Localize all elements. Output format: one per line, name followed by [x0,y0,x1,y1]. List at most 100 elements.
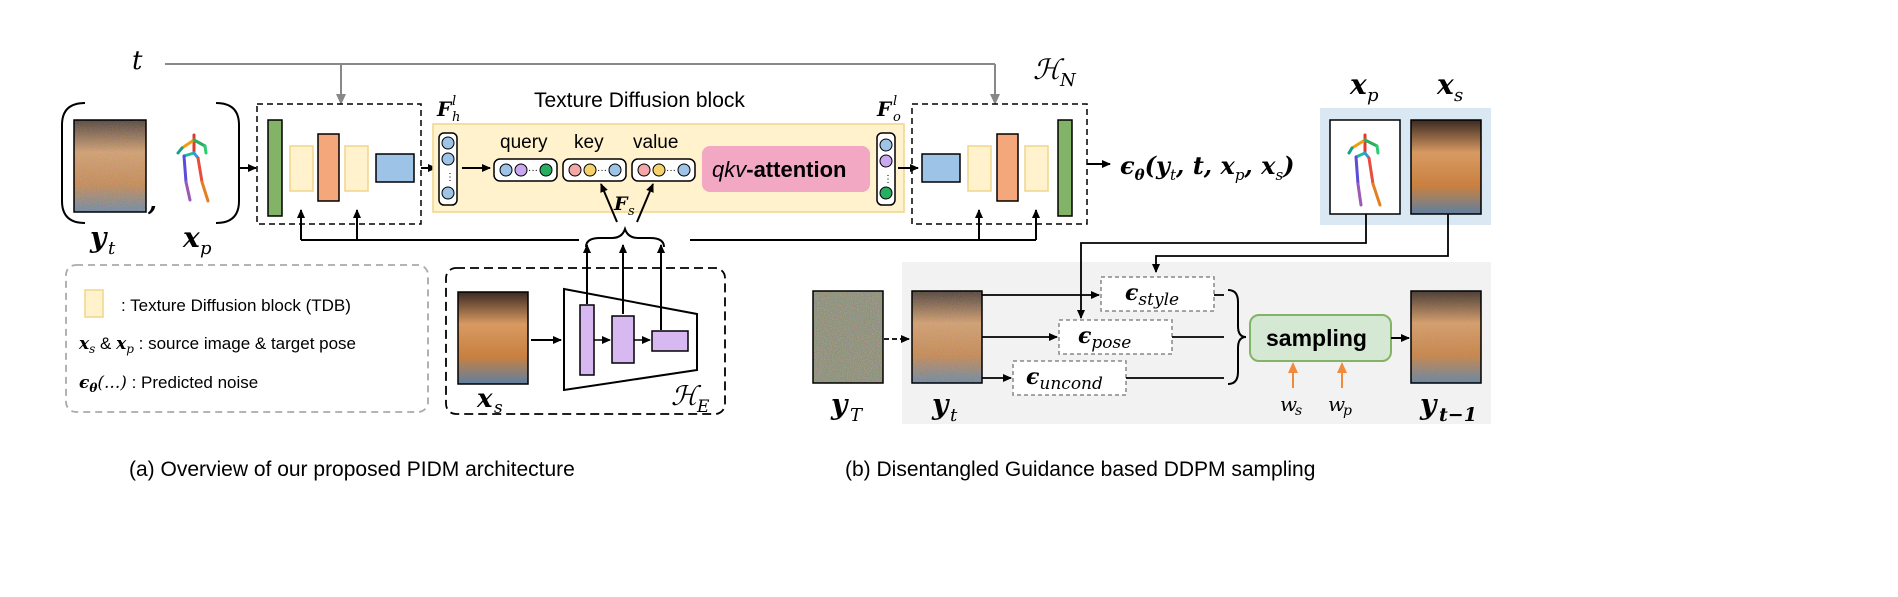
caption-b: (b) Disentangled Guidance based DDPM sam… [845,458,1315,481]
tdb-title: Texture Diffusion block [534,89,745,112]
y-t-left-label: y t [89,221,116,259]
svg-text:···: ··· [597,165,607,176]
svg-text:ℋ: ℋ [1033,53,1065,86]
decoder-green-block [1057,119,1073,217]
source-person-image [457,291,529,385]
qkv-attention-box [702,146,870,192]
x-s-encoder-label: x s [476,384,503,418]
encoder-tdb-1 [289,145,314,192]
pose-skeleton-left [176,133,210,203]
svg-text:w: w [1280,392,1297,416]
svg-text:x: x [476,384,493,414]
w-p-label: w p [1328,392,1352,419]
svg-text:y: y [1419,388,1438,421]
he-brace [585,225,665,248]
legend-tdb-swatch [84,289,104,318]
he-purple-block-3 [651,330,689,352]
encoder-blue-block [375,153,415,183]
sampling-label: sampling [1266,325,1367,351]
fs-to-value-arrow [636,183,654,223]
y-t-right-label: y t [931,388,958,426]
svg-text:···: ··· [666,165,676,176]
pose-skeleton-right [1347,133,1382,207]
decoder-tdb-2 [1024,145,1049,192]
right-paren [215,102,240,224]
w-s-label: w s [1280,392,1302,419]
svg-text:h: h [452,110,460,125]
svg-text:y: y [830,388,849,421]
y-t-minus-1-image [1410,290,1482,384]
svg-text:F: F [613,193,629,215]
svg-text:t−1: t−1 [1439,404,1477,426]
svg-text:s: s [1454,85,1463,106]
decoder-tdb-1 [967,145,992,192]
svg-text:s: s [494,398,503,418]
key-label: key [574,132,604,153]
h-n-label: ℋ N [1033,53,1077,91]
x-p-left-label: x p [182,221,212,259]
encoder-box [256,103,422,225]
decoder-blue-block [921,153,961,183]
legend-tdb-text: : Texture Diffusion block (TDB) [121,296,351,315]
svg-text:t: t [108,238,116,259]
svg-text:l: l [452,94,456,109]
value-label: value [633,132,678,153]
svg-text:p: p [1343,403,1352,419]
eps-style-label: ϵstyle [1125,280,1179,310]
svg-text:⋮: ⋮ [883,174,893,185]
svg-text:E: E [696,397,710,417]
fs-to-key-arrow [600,183,618,223]
eps-style-box [1100,276,1215,312]
svg-text:w: w [1328,392,1345,416]
xp-to-pose-line [1077,214,1367,319]
x-p-right-label: x p [1349,68,1379,106]
legend-box [65,264,429,413]
y-t-noisy-image [911,290,983,384]
query-label: query [500,132,548,153]
x-s-right-label: x s [1436,68,1463,106]
qkv-attention-label: qkv-attention [712,157,846,182]
y-T-noise-image [812,290,884,384]
svg-text:s: s [1295,403,1302,419]
svg-text:t: t [950,405,958,426]
svg-text:x: x [1436,68,1454,101]
sampling-brace [1227,289,1247,385]
svg-text:T: T [850,405,864,426]
source-image-right [1410,119,1482,215]
t-label: t [132,46,143,76]
svg-text:p: p [200,238,212,259]
query-vector: ··· [493,158,558,182]
encoder-tdb-2 [344,145,369,192]
caption-a: (a) Overview of our proposed PIDM archit… [129,458,575,481]
encoder-orange-block [317,133,340,202]
he-encoder-box [445,267,726,415]
comma: , [147,187,157,217]
he-purple-block-1 [579,304,595,376]
eps-pose-box [1058,319,1173,355]
svg-text:ℋ: ℋ [671,381,702,412]
noisy-person-image [73,119,147,213]
key-vector: ··· [562,158,627,182]
h-e-label: ℋ E [671,381,710,417]
svg-text:y: y [931,388,950,421]
svg-text:···: ··· [528,165,538,176]
f-s-label: F s [613,193,635,219]
svg-text:N: N [1059,70,1077,91]
svg-text:s: s [628,204,635,219]
svg-text:o: o [893,110,901,125]
svg-text:x: x [1349,68,1367,101]
left-paren [61,102,86,224]
svg-text:p: p [1367,85,1379,106]
f-h-label: F l h [436,94,460,125]
svg-text:F: F [436,97,453,121]
output-epsilon-label: ϵθ(yt, t, xp, xs) [1120,151,1295,184]
encoder-green-block [267,119,283,217]
legend-xs-xp: xs & xp : source image & target pose [78,334,356,356]
y-t-minus-1-label: y t−1 [1419,388,1477,426]
f-o-label: F l o [876,94,901,125]
eps-uncond-label: ϵuncond [1026,364,1103,394]
y-T-label: y T [830,388,864,426]
eps-pose-label: ϵpose [1078,323,1131,353]
f-o-vector: ⋮ [876,132,896,206]
